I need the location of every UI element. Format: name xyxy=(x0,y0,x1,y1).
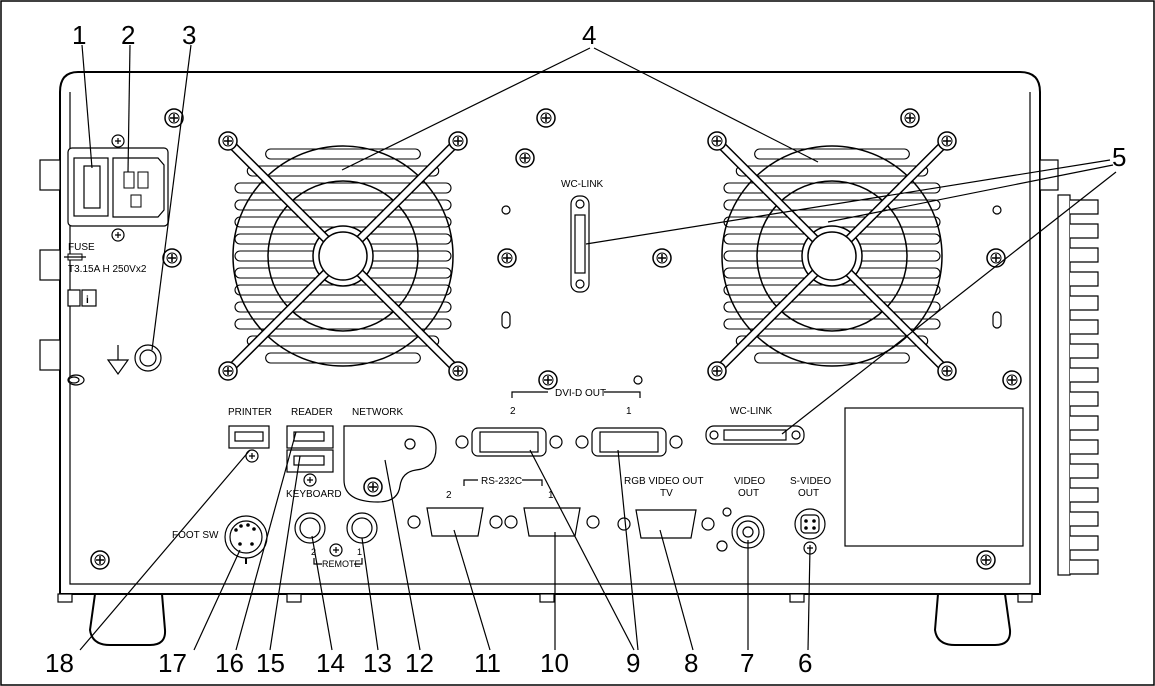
fuse-symbol-icon xyxy=(64,253,86,261)
fan-left xyxy=(218,131,468,381)
dvi-out-2-connector[interactable] xyxy=(455,427,563,457)
rgb-video-out-connector[interactable] xyxy=(617,509,715,539)
dvi-out-1-connector[interactable] xyxy=(575,427,683,457)
rs232c-label: RS-232C xyxy=(481,476,522,487)
callout-13: 13 xyxy=(363,648,392,678)
callout-14: 14 xyxy=(316,648,345,678)
callout-7: 7 xyxy=(740,648,754,678)
fuse-label: FUSE xyxy=(68,242,95,253)
callout-17: 17 xyxy=(158,648,187,678)
indicator-oval xyxy=(67,374,85,386)
dvi-2-label: 2 xyxy=(510,406,516,417)
callout-12: 12 xyxy=(405,648,434,678)
foot-right xyxy=(933,593,1012,646)
fuse-rating-label: T3.15A H 250Vx2 xyxy=(68,264,147,275)
callout-4: 4 xyxy=(582,20,596,50)
callout-5: 5 xyxy=(1112,142,1126,172)
leader-lines xyxy=(79,44,1117,651)
fuse-holder[interactable] xyxy=(83,165,101,209)
foot-switch-connector[interactable] xyxy=(224,515,268,564)
heatsink-fins xyxy=(1057,194,1099,576)
video-out-label-1: VIDEO xyxy=(734,476,765,487)
ground-terminal[interactable] xyxy=(106,344,162,376)
callout-16: 16 xyxy=(215,648,244,678)
foot-sw-label: FOOT SW xyxy=(172,530,219,541)
dvi-out-label: DVI-D OUT xyxy=(555,388,606,399)
callout-8: 8 xyxy=(684,648,698,678)
callout-6: 6 xyxy=(798,648,812,678)
dvi-out-bracket xyxy=(511,391,641,398)
dvi-1-label: 1 xyxy=(626,406,632,417)
remote-2-connector[interactable] xyxy=(294,512,326,544)
foot-left xyxy=(88,593,167,646)
wc-link-bottom-label: WC-LINK xyxy=(730,406,773,417)
network-label: NETWORK xyxy=(352,407,403,418)
svideo-out-label-2: OUT xyxy=(798,488,819,499)
callout-18: 18 xyxy=(45,648,74,678)
network-port-cover[interactable] xyxy=(343,425,437,503)
manual-reference-icon: i xyxy=(67,289,97,307)
rs232c-2-label: 2 xyxy=(446,490,452,501)
rs232c-1-connector[interactable] xyxy=(504,507,600,537)
remote-1-connector[interactable] xyxy=(346,512,378,544)
svg-text:i: i xyxy=(86,295,89,306)
rs232c-bracket xyxy=(463,479,543,486)
svideo-out-label-1: S-VIDEO xyxy=(790,476,831,487)
remote-2-label: 2 xyxy=(311,547,316,557)
printer-usb-port[interactable] xyxy=(228,425,270,463)
fan-right xyxy=(707,131,957,381)
wc-link-top-label: WC-LINK xyxy=(561,179,604,190)
rs232c-2-connector[interactable] xyxy=(407,507,503,537)
wc-link-top-connector[interactable] xyxy=(570,195,590,293)
callout-3: 3 xyxy=(182,20,196,50)
remote-label: REMOTE xyxy=(322,559,361,569)
callout-2: 2 xyxy=(121,20,135,50)
rs232c-1-label: 1 xyxy=(548,490,554,501)
video-out-label-2: OUT xyxy=(738,488,759,499)
callout-1: 1 xyxy=(72,20,86,50)
printer-label: PRINTER xyxy=(228,407,272,418)
remote-bracket xyxy=(313,558,363,565)
svideo-out-connector[interactable] xyxy=(794,508,826,555)
rgb-video-out-label: RGB VIDEO OUT xyxy=(624,476,703,487)
blank-cover-panel xyxy=(844,407,1024,547)
power-inlet-module xyxy=(67,134,169,242)
callout-11: 11 xyxy=(474,648,501,678)
remote-1-label: 1 xyxy=(357,547,362,557)
reader-usb-port[interactable] xyxy=(286,425,334,449)
keyboard-label: KEYBOARD xyxy=(286,489,342,500)
tv-label: TV xyxy=(660,488,673,499)
callout-10: 10 xyxy=(540,648,569,678)
callout-15: 15 xyxy=(256,648,285,678)
callout-9: 9 xyxy=(626,648,640,678)
wc-link-bottom-connector[interactable] xyxy=(705,425,805,445)
reader-label: READER xyxy=(291,407,333,418)
